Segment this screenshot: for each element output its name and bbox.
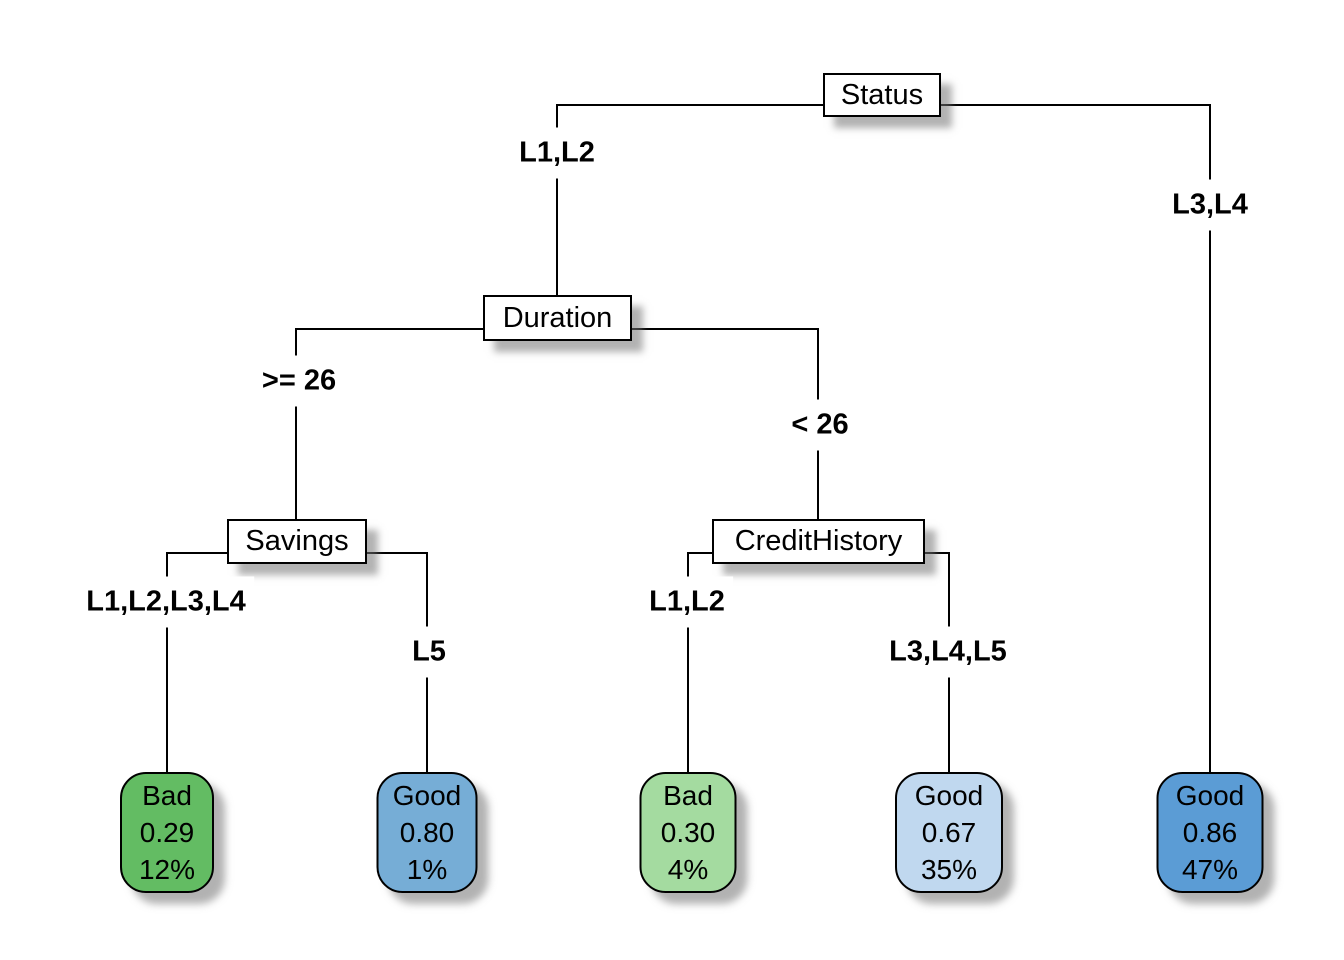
leaf-node-3: Bad 0.30 4% xyxy=(639,772,737,893)
edge-label-status-right: L3,L4 xyxy=(1164,179,1256,231)
edge-savings-to-leaf1 xyxy=(166,552,227,772)
leaf-2-coverage: 1% xyxy=(406,854,448,885)
node-duration-label: Duration xyxy=(502,301,613,334)
edge-label-status-left: L1,L2 xyxy=(511,127,603,179)
node-savings-label: Savings xyxy=(245,525,349,557)
leaf-1-probability: 0.29 xyxy=(139,817,195,848)
edge-label-credithistory-right: L3,L4,L5 xyxy=(881,626,1015,678)
node-status-label: Status xyxy=(840,78,924,111)
node-savings: Savings xyxy=(227,519,367,564)
node-credithistory-label: CreditHistory xyxy=(734,525,903,557)
leaf-1-class: Bad xyxy=(142,780,192,811)
edge-label-duration-right: < 26 xyxy=(783,399,857,451)
edge-status-to-leaf5 xyxy=(941,104,1211,772)
edge-label-savings-left: L1,L2,L3,L4 xyxy=(78,576,254,628)
leaf-node-1: Bad 0.29 12% xyxy=(120,772,214,893)
leaf-1-coverage: 12% xyxy=(138,854,196,885)
node-duration: Duration xyxy=(483,295,632,341)
leaf-node-4: Good 0.67 35% xyxy=(895,772,1003,893)
node-credithistory: CreditHistory xyxy=(712,519,925,564)
edge-status-to-duration xyxy=(556,104,823,296)
leaf-4-coverage: 35% xyxy=(920,854,978,885)
leaf-2-class: Good xyxy=(392,780,462,811)
node-status: Status xyxy=(823,73,941,117)
leaf-5-coverage: 47% xyxy=(1181,854,1239,885)
leaf-3-coverage: 4% xyxy=(667,854,709,885)
edge-duration-to-savings xyxy=(295,328,483,519)
edge-savings-to-leaf2 xyxy=(367,552,428,772)
leaf-3-class: Bad xyxy=(663,780,713,811)
edge-label-savings-right: L5 xyxy=(404,626,454,678)
edge-label-credithistory-left: L1,L2 xyxy=(641,576,733,628)
edge-label-duration-left: >= 26 xyxy=(253,355,345,407)
edge-credithistory-to-leaf3 xyxy=(687,552,712,772)
leaf-4-probability: 0.67 xyxy=(921,817,977,848)
leaf-5-probability: 0.86 xyxy=(1182,817,1238,848)
leaf-3-probability: 0.30 xyxy=(660,817,716,848)
leaf-node-2: Good 0.80 1% xyxy=(376,772,478,893)
edge-duration-to-credithistory xyxy=(632,328,819,519)
leaf-2-probability: 0.80 xyxy=(399,817,455,848)
leaf-4-class: Good xyxy=(914,780,984,811)
edge-credithistory-to-leaf4 xyxy=(925,552,950,772)
leaf-5-class: Good xyxy=(1175,780,1245,811)
leaf-node-5: Good 0.86 47% xyxy=(1156,772,1264,893)
